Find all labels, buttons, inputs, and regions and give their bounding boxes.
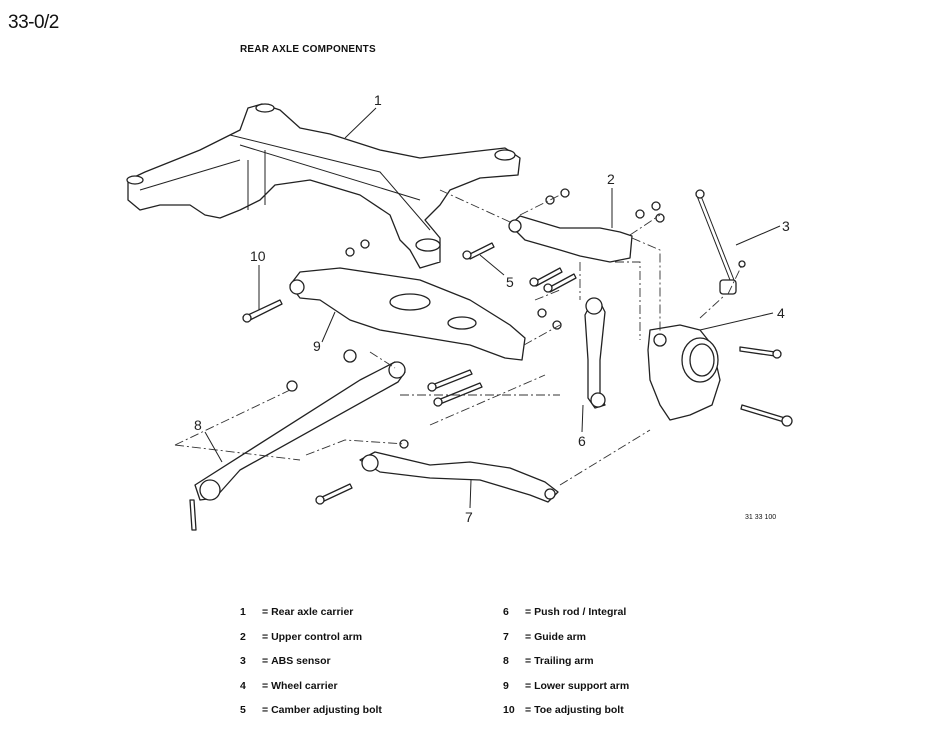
bolts-and-nuts bbox=[189, 188, 793, 531]
callout-2: 2 bbox=[607, 171, 615, 187]
assembly-lines bbox=[174, 189, 743, 486]
legend-item: 6= Push rod / Integral bbox=[503, 606, 627, 618]
legend-item: 3= ABS sensor bbox=[240, 655, 331, 667]
legend-item: 8= Trailing arm bbox=[503, 655, 594, 667]
abs-sensor bbox=[695, 189, 737, 295]
callout-5: 5 bbox=[506, 274, 514, 290]
figure-id: 31 33 100 bbox=[745, 514, 777, 521]
diagram-title: REAR AXLE COMPONENTS bbox=[240, 44, 376, 55]
trailing-arm bbox=[194, 361, 406, 501]
callout-10: 10 bbox=[250, 248, 266, 264]
callout-3: 3 bbox=[782, 218, 790, 234]
exploded-view-diagram: 1 2 3 4 5 6 7 8 9 10 bbox=[126, 92, 793, 531]
legend-item: 1= Rear axle carrier bbox=[240, 606, 354, 618]
legend-item: 2= Upper control arm bbox=[240, 630, 363, 643]
legend-right-column: 6= Push rod / Integral 7= Guide arm 8= T… bbox=[503, 606, 629, 729]
legend-item: 10= Toe adjusting bolt bbox=[503, 704, 624, 716]
legend-item: 7= Guide arm bbox=[503, 630, 586, 643]
legend-item: 9= Lower support arm bbox=[503, 679, 630, 692]
callout-8: 8 bbox=[194, 417, 202, 433]
callout-1: 1 bbox=[374, 92, 382, 108]
lower-support-arm bbox=[289, 267, 526, 361]
callout-6: 6 bbox=[578, 433, 586, 449]
legend-left-column: 1= Rear axle carrier 2= Upper control ar… bbox=[240, 606, 382, 729]
push-rod bbox=[584, 297, 606, 409]
callout-4: 4 bbox=[777, 305, 785, 321]
rear-axle-carrier bbox=[126, 103, 521, 269]
upper-control-arm bbox=[508, 215, 633, 263]
page-number: 33-0/2 bbox=[8, 12, 59, 33]
guide-arm bbox=[359, 451, 559, 503]
leader-lines bbox=[204, 107, 781, 509]
callout-7: 7 bbox=[465, 509, 473, 525]
wheel-carrier bbox=[647, 324, 721, 421]
legend-item: 5= Camber adjusting bolt bbox=[240, 704, 382, 716]
callout-9: 9 bbox=[313, 338, 321, 354]
legend-item: 4= Wheel carrier bbox=[240, 679, 338, 692]
